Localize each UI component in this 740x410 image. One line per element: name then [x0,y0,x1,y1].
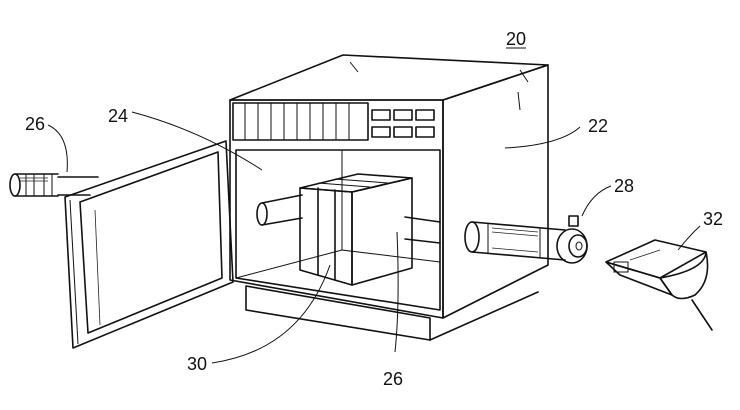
leader-lines [47,111,701,364]
label-chamber-shaft: 26 [383,369,403,389]
figure-number-label: 20 [506,29,526,49]
door [64,140,234,349]
control-panel [232,102,435,141]
label-door-shaft: 26 [25,114,45,134]
label-motor: 32 [703,209,723,229]
chamber-shaft [256,194,441,244]
label-chamber: 24 [108,106,128,126]
motor [605,239,713,331]
label-coupling: 28 [614,176,634,196]
reference-numerals: 20 22 24 26 26 28 30 32 [25,29,723,389]
side-shaft [464,221,566,261]
label-plate-stack: 30 [187,354,207,374]
door-shaft [9,173,99,197]
chamber [235,149,441,311]
cabinet [229,54,549,341]
plate-stack [299,173,413,286]
label-cabinet: 22 [588,116,608,136]
coupling [556,215,588,264]
